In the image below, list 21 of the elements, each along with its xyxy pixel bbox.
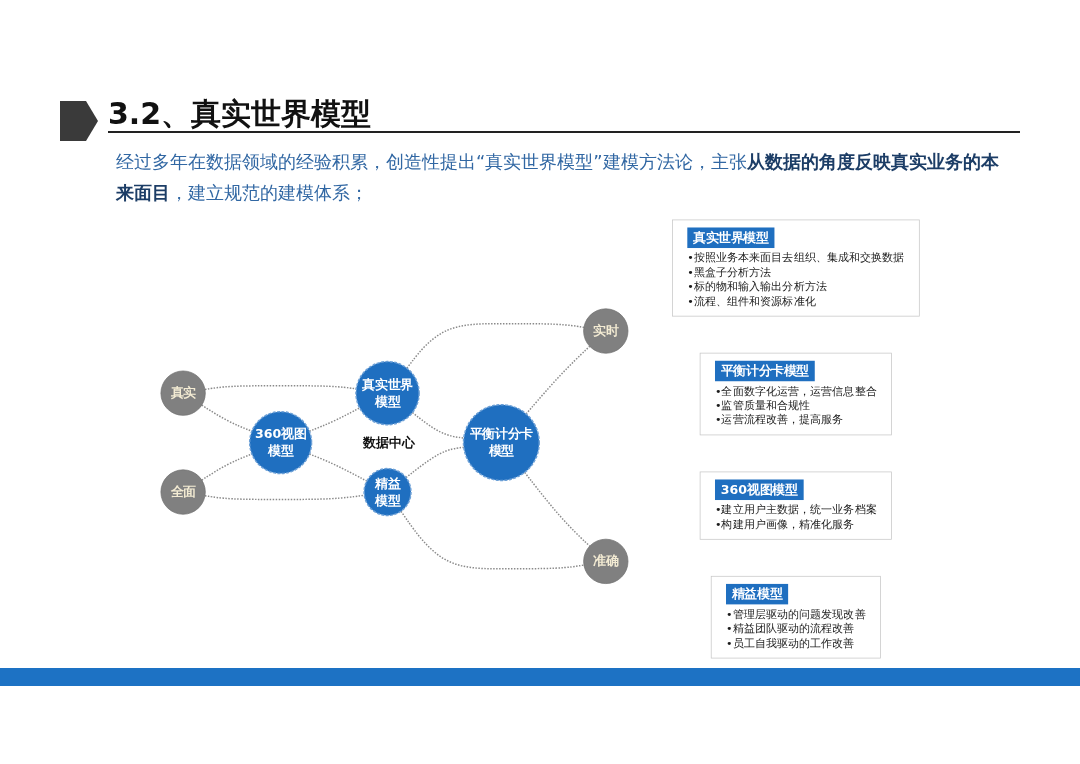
center-label: 数据中心 (363, 433, 416, 452)
circle-node: 平衡计分卡模型 (462, 404, 540, 482)
connector-line (308, 407, 361, 432)
text-panel: 精益模型 •管理层驱动的问题发现改善 •精益团队驱动的流程改善 •员工自我驱动的工作改善 (710, 575, 881, 659)
circle-node: 360视图模型 (248, 410, 313, 475)
circle-node: 准确 (583, 538, 629, 584)
circle-node: 实时 (583, 308, 629, 354)
slide-title: 3.2、真实世界模型 (108, 95, 372, 133)
circle-node: 精益模型 (363, 467, 412, 517)
connector-line (204, 494, 365, 501)
connector-line (400, 510, 585, 570)
text-panel: 真实世界模型 •按照业务本来面目去组织、集成和交换数据 •黑盒子分析方法 •标的物和输入输出分析方法 •流程、组件和资源标准化 (671, 219, 920, 317)
circle-node: 真实世界模型 (355, 360, 420, 426)
text-panel: 平衡计分卡模型 •全面数字化运营，运营信息整合 •监管质量和合规性 •运营流程改善，提高服务 (699, 352, 892, 436)
circle-node: 真实 (160, 370, 206, 416)
text-panel: 360视图模型 •建立用户主数据，统一业务档案 •构建用户画像，精准化服务 (699, 471, 892, 540)
connector-line (523, 471, 591, 547)
intro-paragraph: 经过多年在数据领域的经验积累，创造性提出“真实世界模型”建模方法论，主张从数据的角度反映真实业务的本来面目，建立规范的建模体系； (116, 150, 1000, 205)
connector-line (308, 453, 368, 482)
connector-line (525, 345, 591, 415)
circle-node: 全面 (160, 469, 206, 515)
